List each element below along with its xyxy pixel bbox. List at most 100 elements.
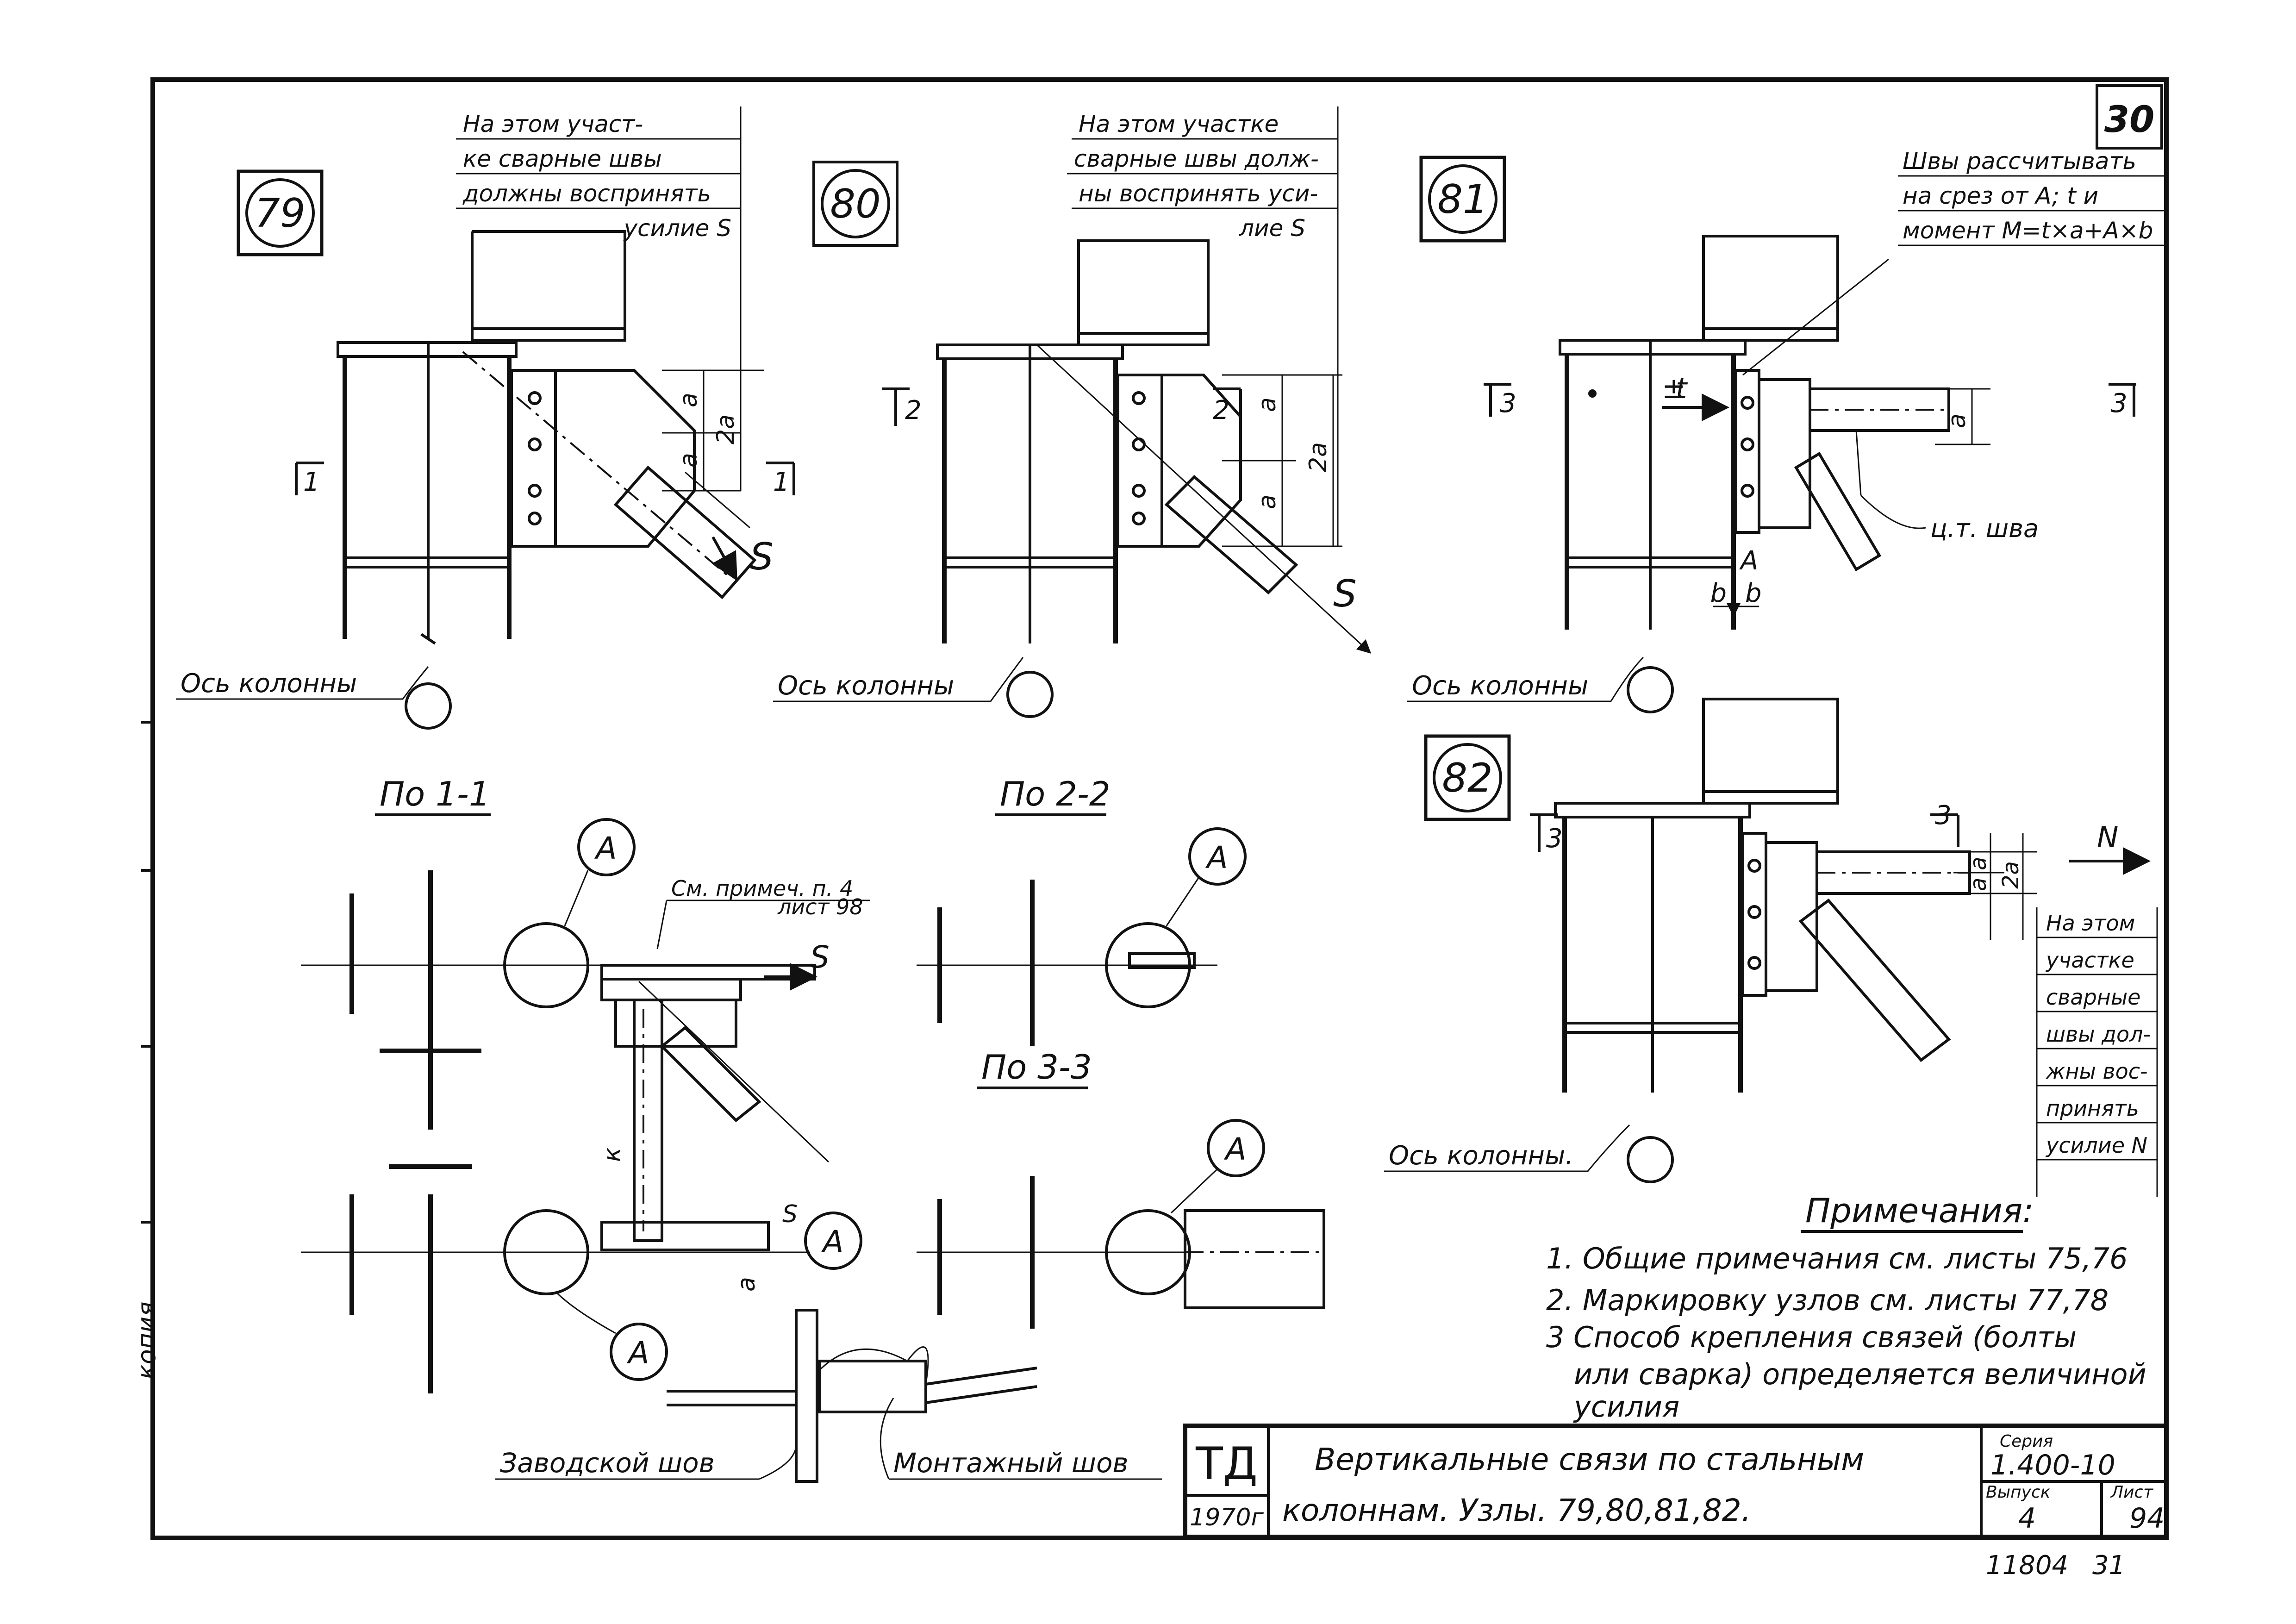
- callout-label: A: [1205, 840, 1228, 875]
- svg-text:На этом: На этом: [2046, 911, 2135, 936]
- dim-a: a: [1254, 397, 1281, 412]
- section-mark: 3: [1546, 824, 1563, 854]
- node-81: 81 Швы рассчитывать на срез от A; t и мо…: [1407, 148, 2166, 713]
- svg-text:швы дол-: швы дол-: [2046, 1022, 2151, 1047]
- section-mark: 1: [773, 467, 790, 497]
- callout-bubble: [610, 1323, 668, 1381]
- sheet-title: колоннам. Узлы. 79,80,81,82.: [1282, 1493, 1751, 1528]
- svg-text:На этом участ-: На этом участ-: [463, 111, 643, 137]
- node-marker-circle: [1433, 743, 1502, 812]
- axis-bubble: [1627, 1136, 1674, 1183]
- force-label: S: [810, 939, 830, 975]
- sheet-value: 94: [2129, 1502, 2165, 1535]
- svg-text:Швы рассчитывать: Швы рассчитывать: [1903, 148, 2136, 175]
- callout-bubble: [1207, 1119, 1265, 1177]
- svg-text:жны вос-: жны вос-: [2046, 1059, 2148, 1084]
- margin-stamp: копия: [132, 1301, 161, 1380]
- svg-text:усилие N: усилие N: [2045, 1133, 2147, 1158]
- svg-text:момент M=t×a+A×b: момент M=t×a+A×b: [1903, 217, 2153, 244]
- node-number: 82: [1442, 755, 1492, 801]
- svg-text:сварные: сварные: [2046, 985, 2140, 1010]
- force-A: A: [1739, 546, 1758, 576]
- year-label: 1970г: [1190, 1504, 1264, 1531]
- weld-center-label: ц.т. шва: [1930, 514, 2039, 543]
- dim-a: a: [1965, 878, 1991, 891]
- note-item: 2. Маркировку узлов см. листы 77,78: [1546, 1283, 2109, 1317]
- node-note: На этом участке сварные швы дол- жны вос…: [2036, 907, 2158, 1197]
- node-82: 82 a a 2a N 3 3 На этом: [1384, 698, 2158, 1197]
- dim-a: a: [1254, 494, 1281, 509]
- callout-label: A: [626, 1335, 649, 1371]
- force-t-sign: ±: [1662, 371, 1686, 405]
- dim-s: S: [782, 1200, 798, 1228]
- section-title: По 2-2: [1000, 775, 1111, 813]
- force-t: t: [1676, 371, 1688, 405]
- node-number: 81: [1437, 176, 1488, 223]
- svg-text:усилие S: усилие S: [623, 215, 731, 242]
- dim-b: b: [1745, 578, 1762, 608]
- bottom-number: 11804: [1986, 1550, 2068, 1580]
- node-marker-box: [1424, 734, 1511, 821]
- dim-a: a: [675, 453, 703, 468]
- section-mark: 3: [2111, 388, 2128, 418]
- sheet-number-box: 30: [2096, 84, 2163, 150]
- axis-label: Ось колонны.: [1389, 1141, 1573, 1171]
- force-label: S: [750, 535, 774, 578]
- svg-text:ке сварные швы: ке сварные швы: [463, 145, 662, 172]
- title-block: ТД 1970г Вертикальные связи по стальным …: [1183, 1424, 2169, 1539]
- section-mark: 2: [905, 395, 922, 425]
- section-1-1: По 1-1 A A A к См. примеч. п. 4 лист 98: [301, 775, 870, 1393]
- note-item: 3 Способ крепления связей (болты: [1546, 1320, 2077, 1354]
- sheet-frame: [150, 77, 2169, 1540]
- node-marker-box: [812, 161, 898, 247]
- detail-circle: [1105, 922, 1191, 1008]
- node-marker-box: [237, 169, 324, 256]
- section-mark: 2: [1213, 395, 1229, 425]
- general-notes: Примечания: 1. Общие примечания см. лист…: [1546, 1191, 2146, 1424]
- node-note: На этом участке сварные швы долж- ны вос…: [1067, 106, 1339, 546]
- node-marker-box: [1419, 156, 1506, 243]
- callout-label: A: [594, 831, 617, 866]
- axis-label: Ось колонны: [1412, 671, 1588, 701]
- series-label: Серия: [2000, 1432, 2053, 1451]
- section-mark: 3: [1935, 800, 1952, 831]
- svg-text:участке: участке: [2045, 948, 2134, 973]
- factory-weld-label: Заводской шов: [500, 1447, 715, 1479]
- node-marker-circle: [821, 169, 890, 238]
- section-mark: 3: [1500, 388, 1516, 418]
- axis-label: Ось колонны: [778, 671, 954, 701]
- sheet-title: Вертикальные связи по стальным: [1315, 1442, 1864, 1477]
- dim-k: к: [599, 1147, 626, 1162]
- svg-text:ны воспринять уси-: ны воспринять уси-: [1079, 180, 1318, 207]
- section-2-2: По 2-2 A: [917, 775, 1247, 1046]
- node-79: 79 На этом участ- ке сварные швы должны …: [176, 106, 795, 730]
- sheet-number: 30: [2104, 99, 2155, 141]
- node-note: Швы рассчитывать на срез от A; t и момен…: [1898, 148, 2166, 246]
- issue-value: 4: [2018, 1502, 2036, 1535]
- detail-circle: [503, 922, 589, 1008]
- force-label: N: [2097, 820, 2118, 854]
- node-80: 80 На этом участке сварные швы долж- ны …: [773, 106, 1372, 718]
- section-title: По 3-3: [981, 1048, 1092, 1087]
- axis-label: Ось колонны: [181, 668, 357, 699]
- dim-b: b: [1710, 578, 1727, 608]
- svg-text:лие S: лие S: [1239, 215, 1305, 242]
- callout-label: A: [1223, 1131, 1246, 1167]
- series-value: 1.400-10: [1990, 1449, 2115, 1481]
- note-item: или сварка) определяется величиной: [1574, 1357, 2146, 1391]
- dim-a: a: [675, 393, 703, 407]
- dim-2a: 2a: [1998, 861, 2024, 889]
- note-item: усилия: [1573, 1390, 1679, 1424]
- svg-text:принять: принять: [2046, 1096, 2139, 1121]
- org-label: ТД: [1195, 1438, 1258, 1490]
- sheet-label: Лист: [2110, 1483, 2153, 1502]
- bottom-number: 31: [2092, 1550, 2125, 1580]
- force-label: S: [1333, 572, 1357, 615]
- notes-title: Примечания:: [1805, 1191, 2034, 1230]
- dim-a: a: [1965, 857, 1991, 870]
- callout-label: A: [821, 1224, 843, 1260]
- dim-a: a: [1943, 413, 1971, 428]
- field-weld-label: Монтажный шов: [893, 1447, 1129, 1479]
- note-item: 1. Общие примечания см. листы 75,76: [1546, 1242, 2128, 1275]
